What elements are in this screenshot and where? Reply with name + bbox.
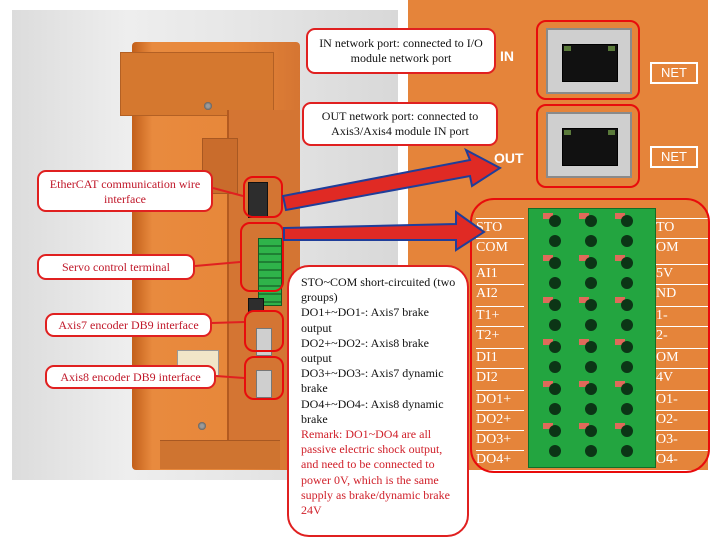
ethercat-note: EtherCAT communication wire interface	[37, 170, 213, 212]
terminal-pin-labels-left: STO COM AI1 AI2 T1+ T2+ DI1 DI2 DO1+ DO2…	[476, 218, 524, 468]
description-line: DO2+~DO2-: Axis8 brake output	[301, 335, 429, 366]
pin-label: AI1	[476, 264, 524, 283]
pin-label: O2-	[656, 410, 708, 429]
description-line: DO3+~DO3-: Axis7 dynamic brake	[301, 366, 444, 396]
pin-label: ND	[656, 284, 708, 303]
screw-icon	[198, 422, 206, 430]
in-port-highlight	[536, 20, 640, 100]
pin-label: OM	[656, 348, 708, 367]
pin-label: O4-	[656, 450, 708, 469]
pin-label: 1-	[656, 306, 708, 325]
description-line: DO1+~DO1-: Axis7 brake output	[301, 305, 429, 335]
pin-label: T2+	[476, 326, 524, 345]
servo-terminal-highlight	[240, 222, 284, 292]
axis8-db9-connector	[256, 370, 272, 398]
pin-label: TO	[656, 218, 708, 237]
wiring-description-box: STO~COM short-circuited (two groups) DO1…	[287, 265, 469, 537]
out-rj45-port	[546, 112, 632, 178]
terminal-pin-labels-right: TO OM 5V ND 1- 2- OM 4V O1- O2- O3- O4-	[656, 218, 708, 468]
pin-label: DI2	[476, 368, 524, 387]
screw-icon	[204, 102, 212, 110]
pin-label: 4V	[656, 368, 708, 387]
pin-label: O1-	[656, 390, 708, 409]
pin-label: DI1	[476, 348, 524, 367]
axis8-encoder-note: Axis8 encoder DB9 interface	[45, 365, 216, 389]
pin-label: AI2	[476, 284, 524, 303]
pin-label: T1+	[476, 306, 524, 325]
controller-top-panel	[120, 52, 274, 116]
ethercat-highlight	[243, 176, 283, 218]
in-rj45-port	[546, 28, 632, 94]
pin-label: DO3+	[476, 430, 524, 449]
terminal-highlight	[470, 198, 710, 473]
out-port-highlight	[536, 104, 640, 188]
net-label-top: NET	[650, 62, 698, 84]
out-port-label: OUT	[494, 150, 524, 166]
pin-label: O3-	[656, 430, 708, 449]
pin-label: 2-	[656, 326, 708, 345]
net-label-bottom: NET	[650, 146, 698, 168]
axis8-encoder-highlight	[244, 356, 284, 400]
description-line: STO~COM short-circuited (two groups)	[301, 275, 456, 305]
axis7-encoder-highlight	[244, 310, 284, 352]
green-terminal-block	[528, 208, 656, 468]
description-line: DO4+~DO4-: Axis8 dynamic brake	[301, 396, 444, 426]
servo-terminal-note: Servo control terminal	[37, 254, 195, 280]
pin-label: DO1+	[476, 390, 524, 409]
pin-label: OM	[656, 238, 708, 257]
out-port-note: OUT network port: connected to Axis3/Axi…	[302, 102, 498, 146]
pin-label: 5V	[656, 264, 708, 283]
in-port-label: IN	[500, 48, 514, 64]
axis7-db9-connector	[256, 328, 272, 356]
pin-label: DO2+	[476, 410, 524, 429]
axis7-encoder-note: Axis7 encoder DB9 interface	[45, 313, 212, 337]
in-port-note: IN network port: connected to I/O module…	[306, 28, 496, 74]
servo-terminal-block	[258, 238, 282, 306]
remark-text: Remark: DO1~DO4 are all passive electric…	[301, 427, 450, 518]
controller-base	[160, 440, 280, 469]
